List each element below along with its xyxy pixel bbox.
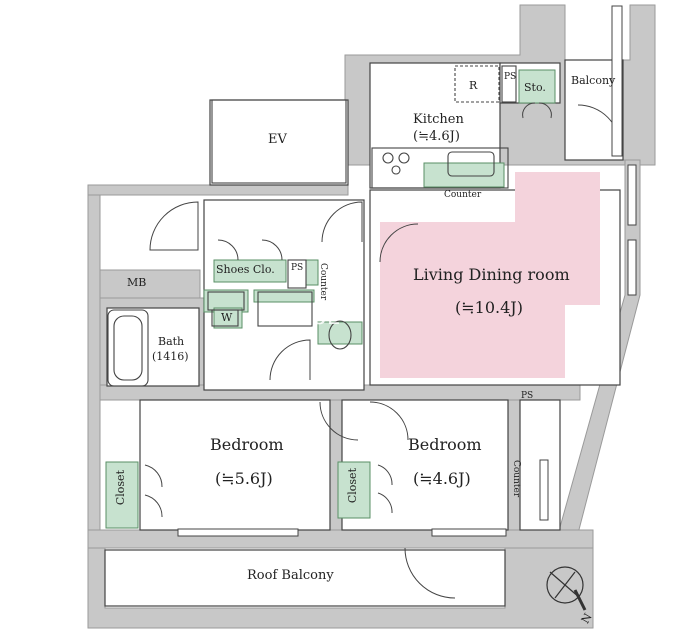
- ps-living-label: PS: [521, 391, 534, 401]
- ev-label: EV: [268, 132, 287, 147]
- stove-burner-1: [382, 152, 394, 164]
- windows: [177, 5, 637, 537]
- kitchen-label: Kitchen: [413, 112, 464, 127]
- mb-label: MB: [127, 276, 147, 289]
- closet2-label: Closet: [346, 468, 359, 504]
- kitchen-counter: [371, 147, 509, 189]
- fridge-box: [454, 65, 500, 103]
- bedroom-counter-label: Counter: [511, 460, 521, 498]
- stove-burner-3: [391, 165, 401, 175]
- bedroom1-label: Bedroom: [210, 435, 284, 454]
- bath-label: Bath: [158, 335, 185, 348]
- washer-label: W: [221, 311, 233, 324]
- kitchen-counter-label: Counter: [444, 190, 482, 200]
- ps-kitchen-label: PS: [504, 72, 517, 82]
- fridge-label: R: [469, 79, 478, 92]
- vanity: [257, 291, 313, 327]
- ps-box-kitchen: [501, 65, 517, 103]
- bathtub: [107, 309, 149, 387]
- storage-label: Sto.: [524, 81, 546, 94]
- kitchen-size-label: (≒4.6J): [413, 129, 460, 144]
- closet1-label: Closet: [114, 470, 127, 506]
- living-room-size-label: (≒10.4J): [455, 298, 523, 317]
- balcony-label: Balcony: [571, 74, 616, 87]
- stove-burner-2: [398, 152, 410, 164]
- doors: [144, 102, 621, 599]
- living-room-fill: [380, 172, 600, 378]
- kitchen-sink: [447, 151, 495, 177]
- toilet-counter-label: Counter: [318, 263, 328, 301]
- bedroom2-label: Bedroom: [408, 435, 482, 454]
- ps-box-hall: [287, 259, 307, 289]
- north-compass: [546, 566, 587, 611]
- elevator-box: [211, 99, 347, 184]
- bedroom2-size-label: (≒4.6J): [413, 469, 471, 488]
- bath-size-label: (1416): [152, 350, 189, 363]
- roof-balcony-label: Roof Balcony: [247, 568, 334, 583]
- bedroom1-size-label: (≒5.6J): [215, 469, 273, 488]
- ps-hall-label: PS: [291, 263, 304, 273]
- toilet: [328, 320, 352, 350]
- watermark: HOUSE: [262, 305, 342, 329]
- shoes-closet-label: Shoes Clo.: [216, 263, 275, 276]
- living-room-label: Living Dining room: [413, 265, 570, 284]
- fixtures: [107, 65, 517, 387]
- washer-box: [211, 309, 239, 327]
